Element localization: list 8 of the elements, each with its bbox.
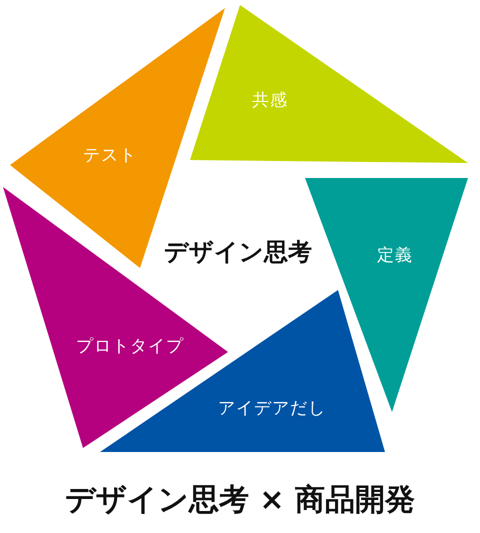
segment-label: テスト: [83, 144, 137, 166]
segment-label: アイデアだし: [218, 398, 326, 420]
segment-label: プロトタイプ: [76, 336, 184, 358]
caption: デザイン思考 × 商品開発: [64, 482, 416, 520]
triangle-segment: [190, 5, 468, 163]
segment-label: 共感: [252, 90, 288, 112]
center-heading: デザイン思考: [164, 237, 312, 268]
segment-label: 定義: [377, 244, 413, 266]
